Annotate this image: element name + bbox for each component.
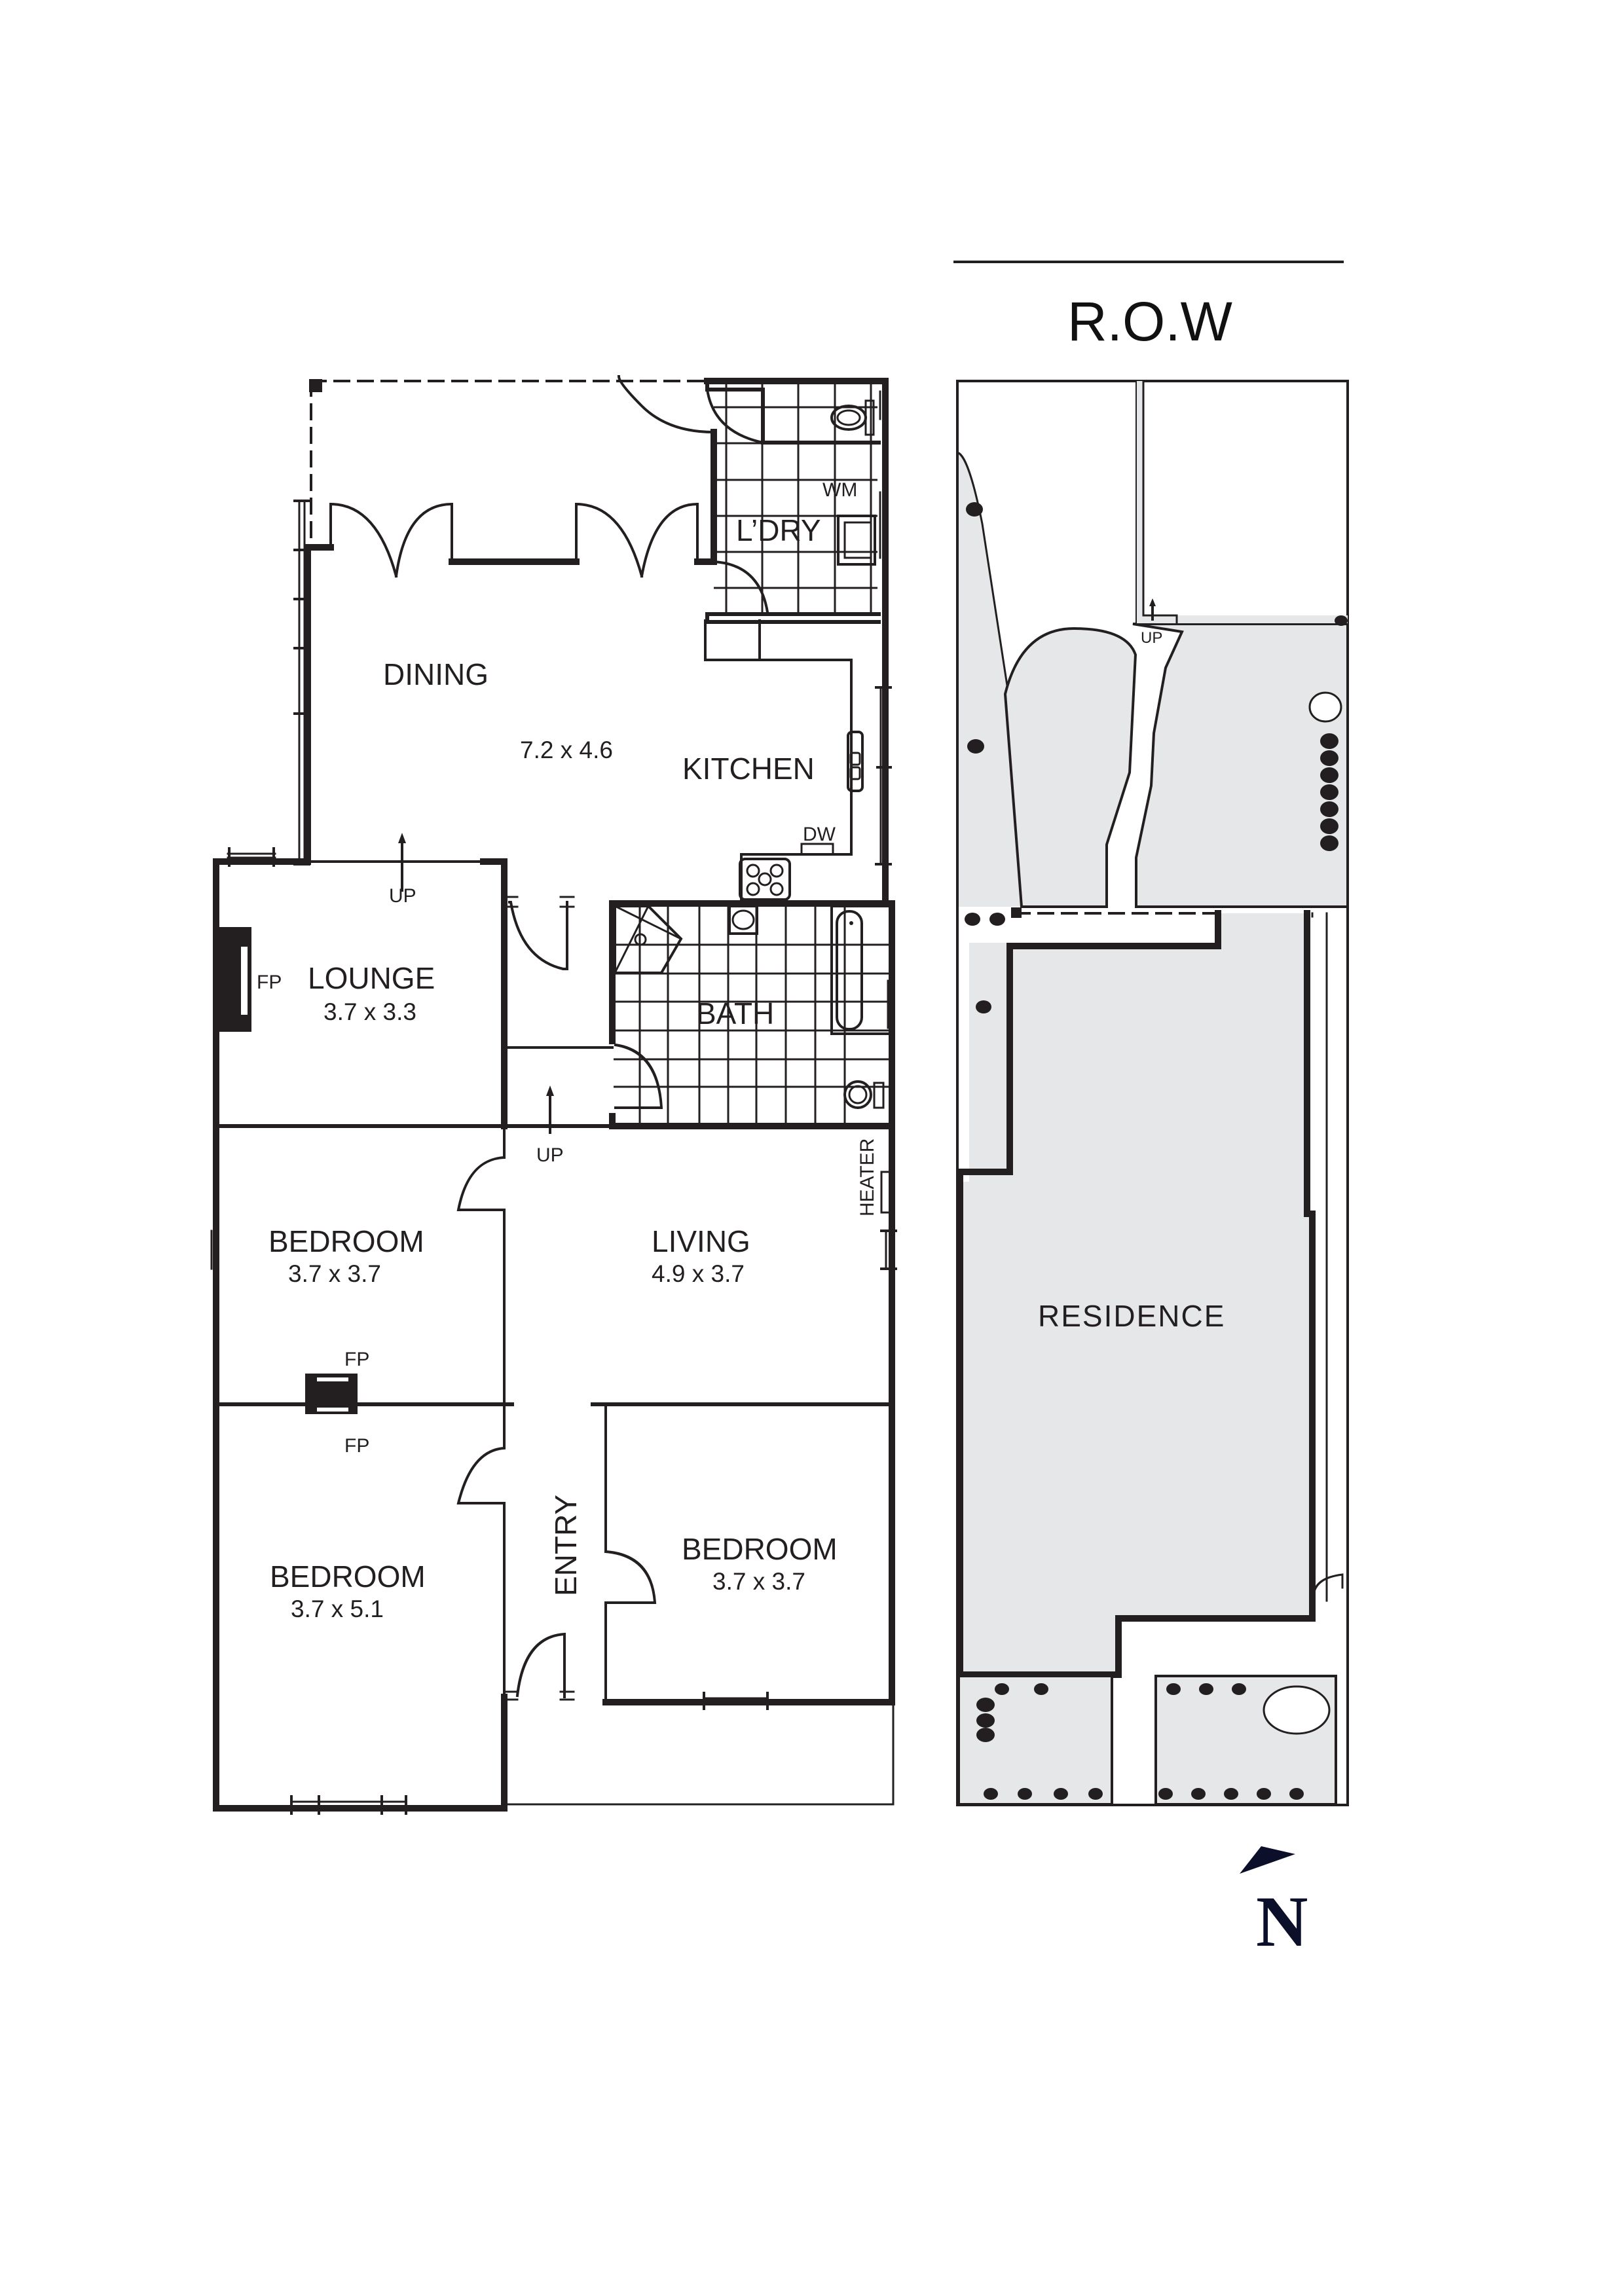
floor-plan: WM L’DRY DW DINING 7.2 x 4.6 KITCHEN <box>210 374 897 1815</box>
room-label-kitchen: KITCHEN <box>682 752 815 786</box>
room-label-bath: BATH <box>696 996 774 1030</box>
post-icon <box>309 379 322 392</box>
room-dimensions-bedroom-2: 3.7 x 5.1 <box>291 1595 384 1622</box>
room-dimensions-dining: 7.2 x 4.6 <box>520 737 613 763</box>
fireplace-label: FP <box>344 1435 369 1457</box>
room-dimensions-bedroom-1: 3.7 x 3.7 <box>288 1260 381 1287</box>
room-label-bedroom-3: BEDROOM <box>682 1532 838 1566</box>
heater-icon <box>880 1171 892 1214</box>
dishwasher-label: DW <box>803 824 836 845</box>
room-label-bedroom-1: BEDROOM <box>268 1224 424 1258</box>
bath: BATH <box>609 900 895 1129</box>
north-arrow-icon: N <box>1240 1846 1308 1961</box>
laundry-area: WM L’DRY <box>704 378 889 907</box>
site-step-up-label: UP <box>1141 629 1162 647</box>
washing-machine-label: WM <box>822 479 857 501</box>
residence-label: RESIDENCE <box>1038 1299 1225 1333</box>
shower-icon <box>614 905 683 974</box>
heater-label: HEATER <box>857 1139 878 1216</box>
step-up-label: UP <box>389 885 416 907</box>
north-label: N <box>1256 1882 1308 1961</box>
room-label-living: LIVING <box>652 1224 750 1258</box>
dishwasher-icon <box>800 843 834 856</box>
step-up-arrow-icon <box>398 833 406 843</box>
room-dimensions-living: 4.9 x 3.7 <box>652 1260 745 1287</box>
kitchen-bench: DW <box>704 619 892 905</box>
room-dimensions-bedroom-3: 3.7 x 3.7 <box>712 1568 805 1595</box>
laundry-tub-icon <box>837 515 876 566</box>
shrub-icons <box>965 502 1342 1800</box>
bathtub-icon <box>836 910 863 1030</box>
fireplace-label: FP <box>257 972 282 993</box>
room-label-entry: ENTRY <box>549 1495 583 1596</box>
sink-icon <box>847 731 864 792</box>
room-label-lounge: LOUNGE <box>308 961 435 995</box>
toilet-icon <box>843 1080 872 1109</box>
step-up-label: UP <box>536 1144 564 1166</box>
cooktop-icon <box>739 858 791 901</box>
room-label-dining: DINING <box>383 657 489 691</box>
lounge: FP LOUNGE 3.7 x 3.3 <box>213 847 507 1812</box>
site-plan: R.O.W UP RESIDENCE <box>953 261 1349 1806</box>
room-label-bedroom-2: BEDROOM <box>270 1559 426 1594</box>
row-label: R.O.W <box>1067 291 1232 352</box>
step-up-arrow-icon <box>546 1085 554 1096</box>
fireplace-label: FP <box>344 1349 369 1370</box>
basin-icon <box>728 905 758 935</box>
room-label-laundry: L’DRY <box>736 513 821 547</box>
room-dimensions-lounge: 3.7 x 3.3 <box>323 998 416 1025</box>
